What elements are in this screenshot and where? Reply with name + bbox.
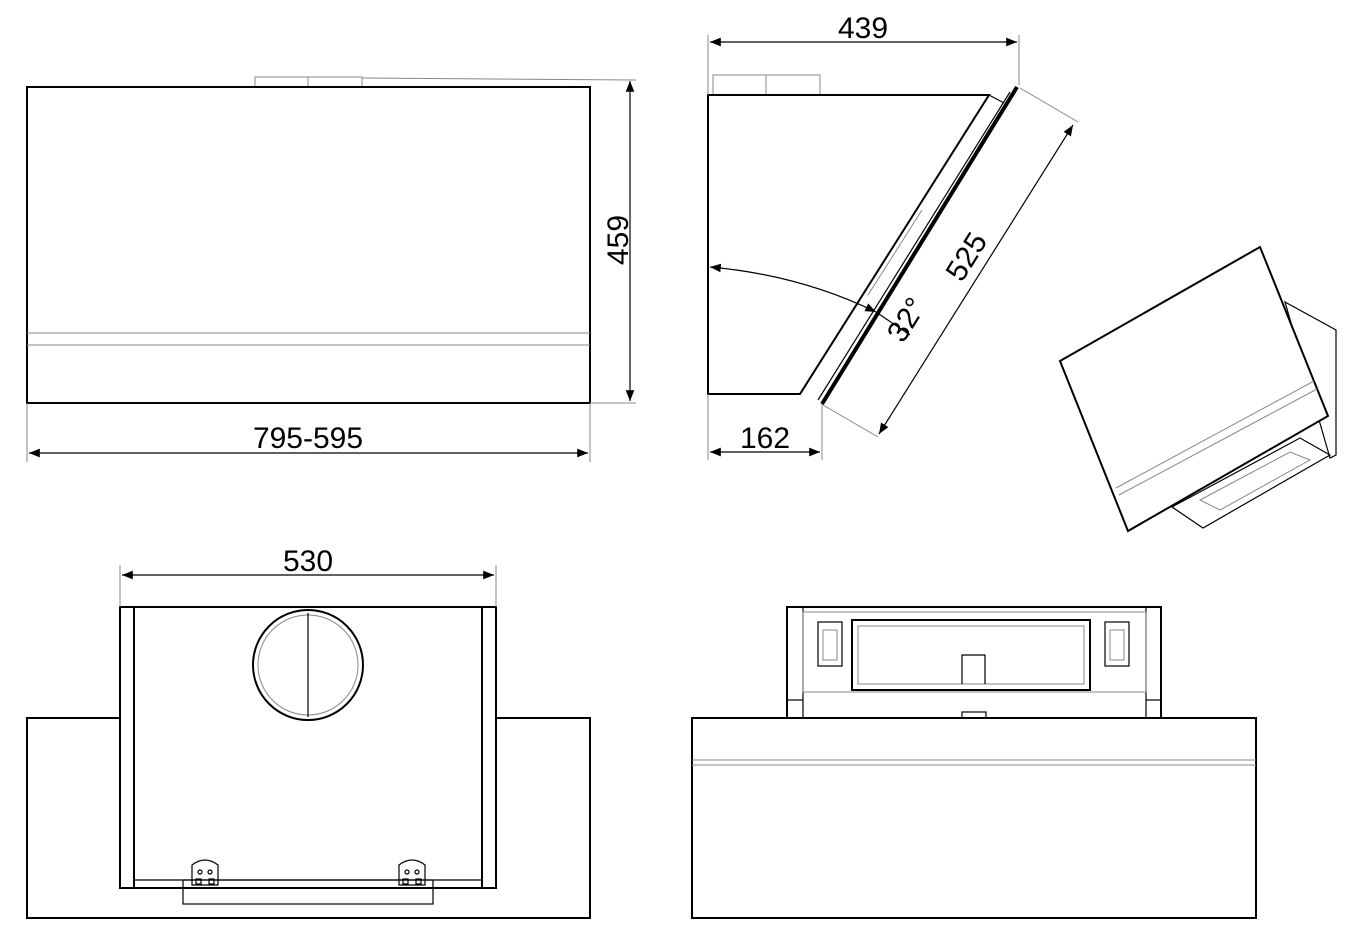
- depth-dimension-label: 439: [838, 12, 888, 45]
- perspective-view: [1058, 245, 1337, 533]
- panel-length-dimension-line: [878, 124, 1074, 435]
- width-dimension-label: 795-595: [253, 422, 363, 455]
- duct-collar: [252, 609, 364, 721]
- hinge-right: [398, 859, 426, 886]
- panel-length-dimension-label: 525: [940, 227, 995, 287]
- filter-clip-right: [1104, 621, 1130, 667]
- angle-arc: [709, 263, 877, 313]
- hood-side-body: [707, 94, 991, 395]
- base-depth-dimension-label: 162: [740, 422, 790, 455]
- hood-front-panel: [26, 86, 591, 404]
- side-view: 439 162 525 32°: [707, 12, 1079, 460]
- bottom-glass-panel: [691, 717, 1257, 919]
- filter-window: [851, 619, 1091, 691]
- hood-perspective-glass: [1058, 245, 1330, 533]
- rear-view: 530: [26, 545, 591, 919]
- bottom-view: [691, 606, 1257, 919]
- rear-width-dimension-label: 530: [283, 545, 333, 578]
- hinge-left: [191, 859, 219, 886]
- front-view: 459 795-595: [26, 76, 637, 462]
- filter-clip-left: [817, 621, 843, 667]
- height-dimension-label: 459: [602, 215, 635, 265]
- angle-label: 32°: [881, 292, 933, 348]
